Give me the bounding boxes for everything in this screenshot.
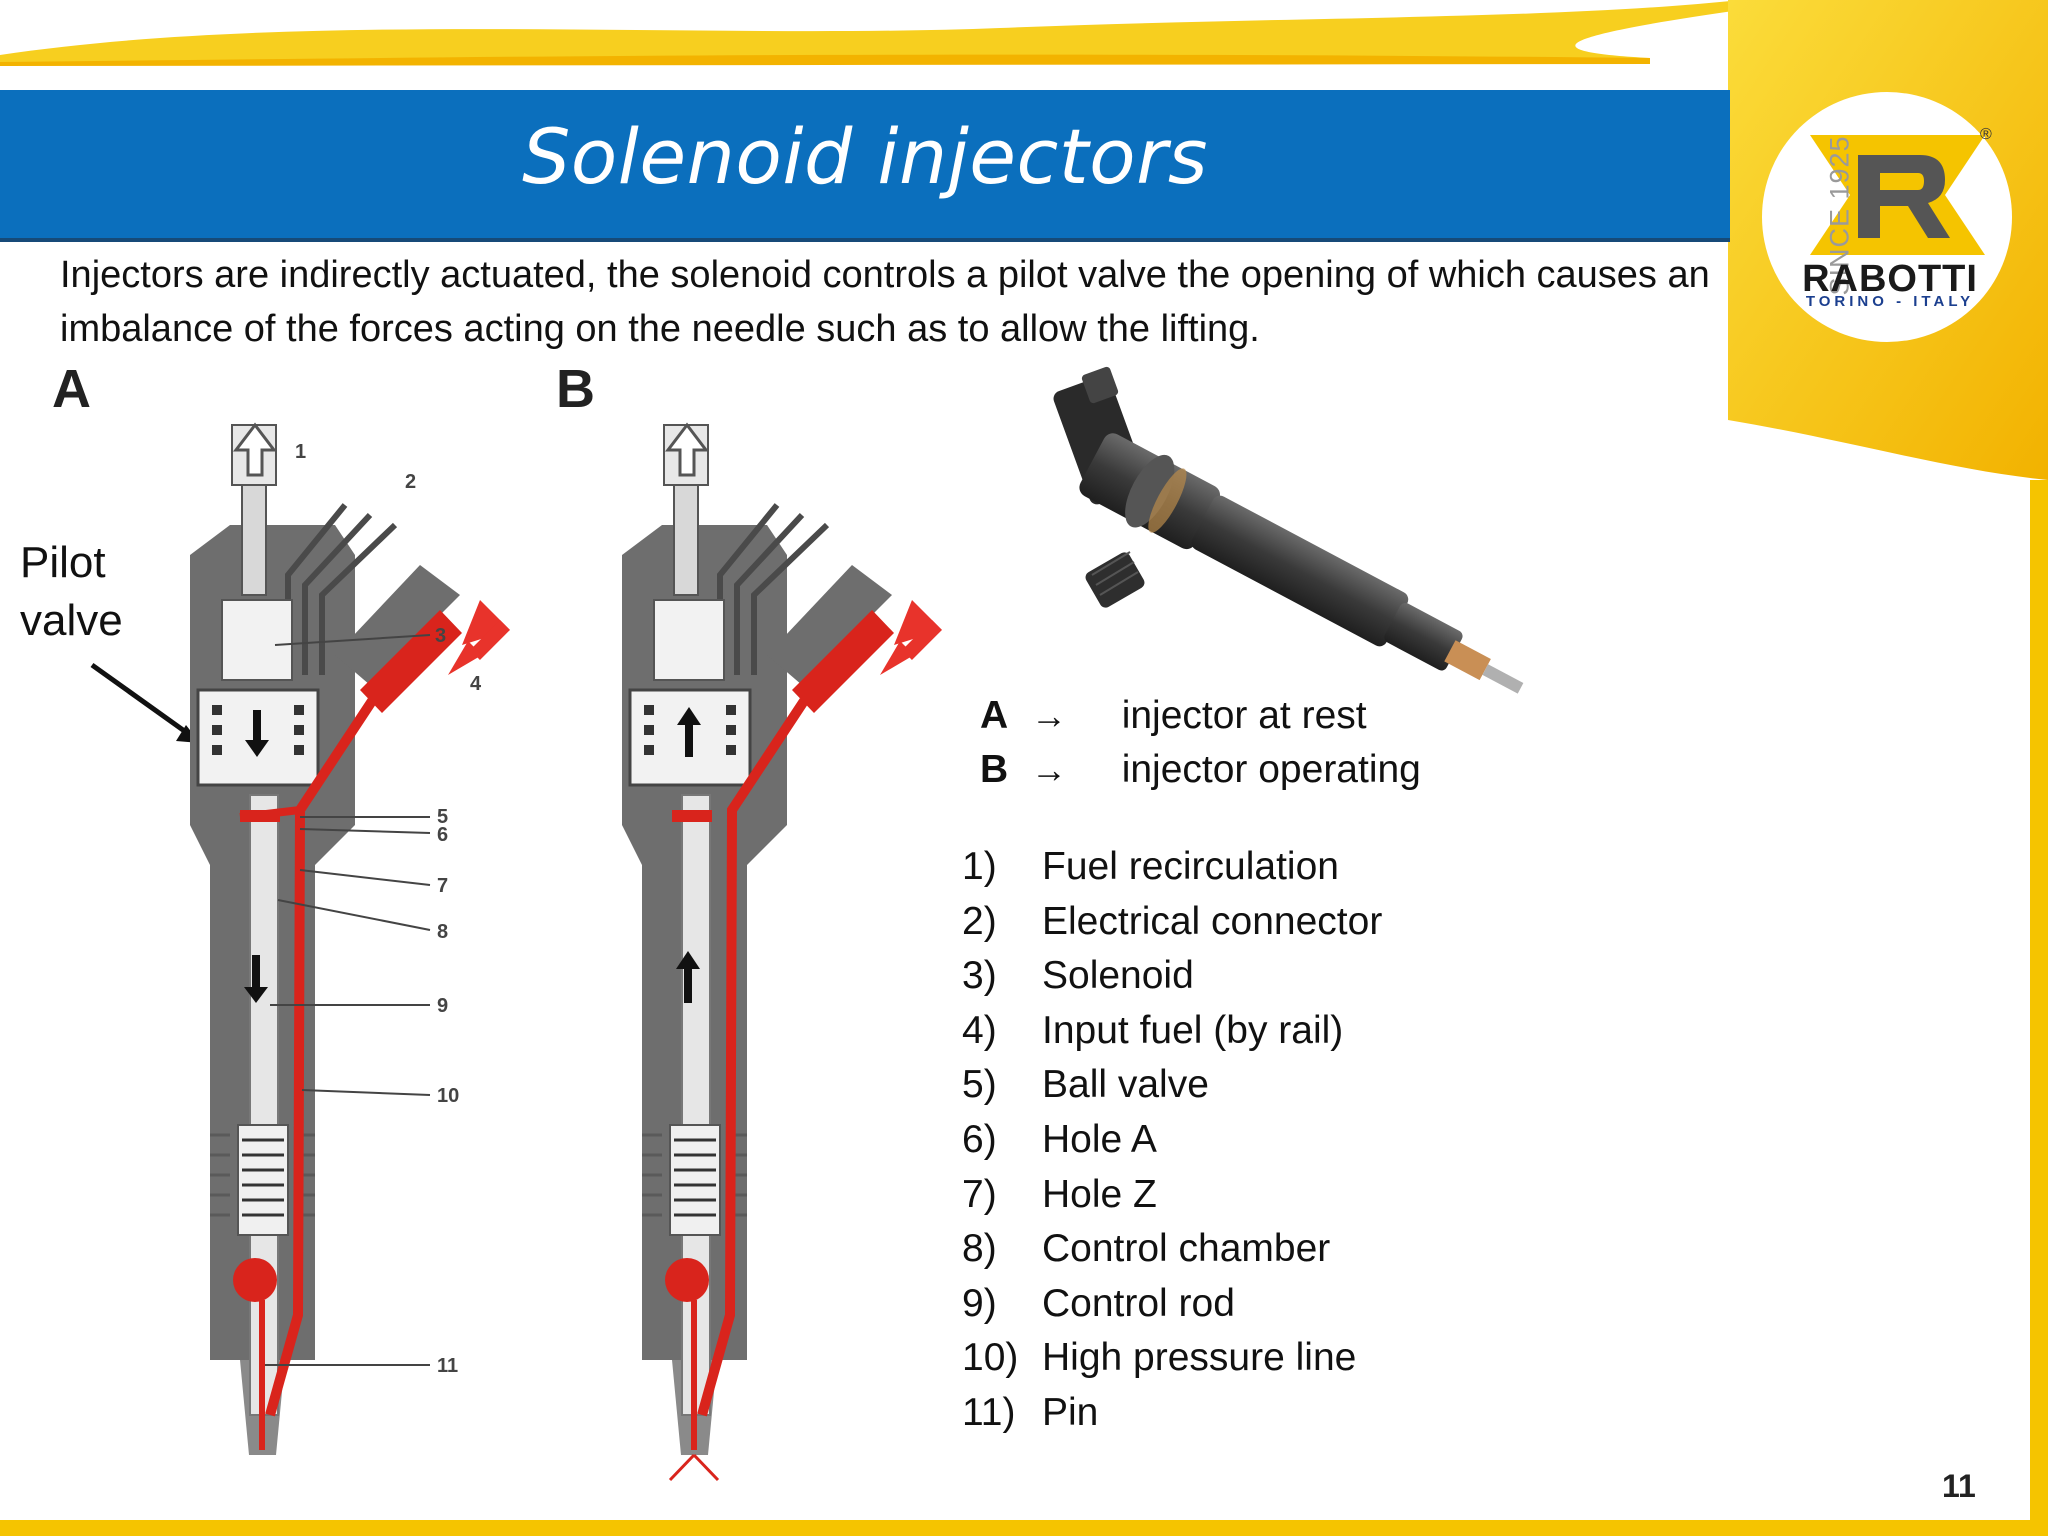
list-item: 11)Pin — [962, 1390, 1099, 1434]
callout-5: 5 — [437, 806, 448, 828]
diagram-label-b: B — [556, 359, 595, 419]
callout-10: 10 — [437, 1085, 459, 1107]
legend-key-b: B — [980, 748, 1009, 791]
callout-6: 6 — [437, 824, 448, 846]
callout-1: 1 — [295, 441, 306, 463]
legend-text-a: injector at rest — [1121, 694, 1367, 737]
injector-photo — [1053, 366, 1524, 694]
arrow-right-icon: → — [1030, 695, 1067, 736]
fuel-input-arrow-b-icon — [880, 600, 942, 675]
logo-city-text: TORINO - ITALY — [1805, 293, 1975, 310]
diagram-label-a: A — [52, 359, 91, 419]
injector-b — [622, 422, 942, 1482]
list-item: 8)Control chamber — [962, 1227, 1331, 1271]
bottom-accent-bar — [0, 1520, 2048, 1536]
callout-3: 3 — [435, 625, 446, 647]
right-accent-bar — [2030, 480, 2048, 1536]
arrow-down-icon — [245, 710, 269, 757]
arrow-up-icon — [677, 707, 701, 757]
title-band: Solenoid injectors — [0, 90, 1730, 242]
slide-title: Solenoid injectors — [522, 112, 1208, 201]
injector-cross-section-diagram: A B Pilot valve — [20, 359, 942, 1482]
list-item: 9)Control rod — [962, 1281, 1235, 1325]
list-item: 4)Input fuel (by rail) — [962, 1008, 1344, 1052]
list-item: 1)Fuel recirculation — [962, 845, 1339, 888]
intro-paragraph: Injectors are indirectly actuated, the s… — [60, 254, 1710, 350]
list-item: 2)Electrical connector — [962, 899, 1383, 943]
arrow-down-icon — [244, 955, 268, 1003]
fuel-input-arrow-icon — [448, 600, 510, 675]
list-item: 6)Hole A — [962, 1117, 1157, 1161]
pilot-valve-arrow-icon — [90, 662, 200, 743]
list-item: 3)Solenoid — [962, 954, 1194, 998]
arrow-right-icon: → — [1030, 749, 1067, 790]
pilot-valve-label-line1: Pilot — [20, 538, 106, 587]
fuel-recirculation-arrow-b-icon — [664, 422, 710, 477]
legend-text-b: injector operating — [1121, 748, 1421, 791]
injector-a: 1 2 3 4 5 6 7 8 9 10 11 — [190, 422, 510, 1455]
callout-4: 4 — [470, 673, 482, 695]
logo-brand-text: RABOTTI — [1802, 258, 1978, 300]
rabotti-r-logo-icon — [1810, 135, 1985, 255]
legend-row-b: B → injector operating — [980, 748, 1421, 792]
high-pressure-fuel-path-b — [665, 610, 894, 1482]
registered-mark: ® — [1980, 126, 1992, 143]
callout-7: 7 — [437, 875, 448, 897]
callout-8: 8 — [437, 921, 448, 943]
legend-key-a: A — [980, 694, 1009, 737]
callout-11: 11 — [437, 1355, 458, 1377]
callout-2: 2 — [405, 471, 416, 493]
list-item: 10)High pressure line — [962, 1336, 1357, 1380]
list-item: 5)Ball valve — [962, 1063, 1209, 1107]
arrow-up-icon — [676, 951, 700, 1003]
page-number: 11 — [1942, 1468, 1976, 1504]
fuel-recirculation-arrow-icon — [232, 422, 278, 477]
legend-row-a: A → injector at rest — [980, 694, 1367, 738]
pilot-valve-label-line2: valve — [20, 596, 123, 645]
top-wave-decoration — [0, 0, 1740, 66]
parts-list: 1)Fuel recirculation 2)Electrical connec… — [962, 840, 1382, 1441]
list-item: 7)Hole Z — [962, 1172, 1157, 1216]
callout-9: 9 — [437, 995, 448, 1017]
